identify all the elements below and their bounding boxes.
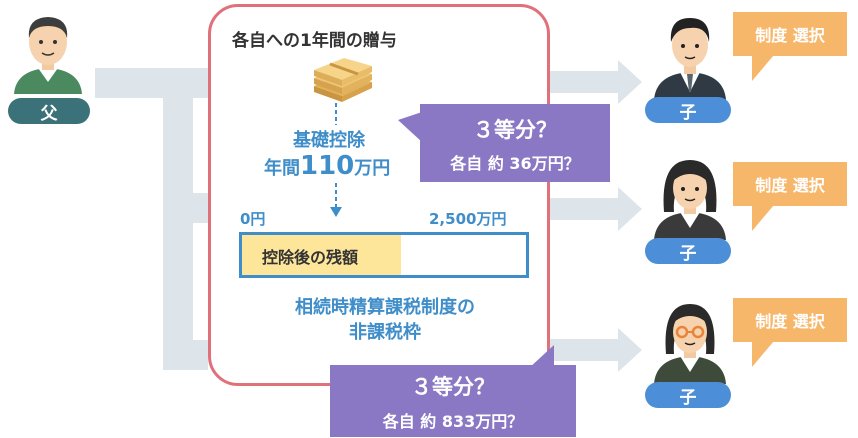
- callout-bottom: ３等分？ 各自 約 833万円？: [330, 365, 576, 437]
- child-1-label: 子: [645, 97, 731, 123]
- child-3-select-tail: [752, 341, 774, 367]
- dashed-connector-top: [335, 103, 337, 125]
- child-2-select-text: 制度 選択: [755, 176, 825, 195]
- basic-deduction-amount-line: 年間110万円: [264, 151, 390, 181]
- callout-top-line2: 各自 約 36万円？: [450, 154, 580, 173]
- bar-min-label: 0円: [240, 210, 266, 228]
- callout-bottom-tail: [528, 345, 554, 369]
- bar-fill-label: 控除後の残額: [262, 248, 359, 267]
- child-3-select-text: 制度 選択: [755, 312, 825, 331]
- basic-deduction-amount: 110: [300, 151, 355, 181]
- child-2-avatar-icon: [654, 160, 726, 240]
- callout-top: ３等分？ 各自 約 36万円？: [420, 104, 610, 182]
- nontaxable-bar: 控除後の残額: [239, 232, 529, 278]
- callout-top-tail: [398, 112, 422, 142]
- child-2-label-text: 子: [679, 243, 697, 264]
- basic-deduction-prefix: 年間: [264, 158, 300, 179]
- child-1-label-text: 子: [679, 102, 697, 123]
- arrow-to-child-2: [550, 187, 642, 231]
- nontaxable-line-1: 相続時精算課税制度の: [295, 297, 475, 318]
- child-3-label: 子: [645, 382, 731, 408]
- child-3-label-text: 子: [679, 387, 697, 408]
- child-2-select-tail: [752, 205, 774, 231]
- panel-title: 各自への1年間の贈与: [232, 31, 397, 51]
- basic-deduction-title: 基礎控除: [293, 130, 365, 151]
- basic-deduction-unit: 万円: [354, 158, 391, 179]
- child-2-label: 子: [645, 238, 731, 264]
- bar-max-label: 2,500万円: [429, 210, 507, 228]
- callout-bottom-line2: 各自 約 833万円？: [382, 412, 524, 431]
- arrow-to-child-1: [550, 60, 642, 104]
- child-1-avatar-icon: [654, 18, 726, 100]
- callout-top-line1: ３等分？: [473, 118, 557, 142]
- nontaxable-line-2: 非課税枠: [349, 322, 421, 343]
- nontaxable-bar-fill: [242, 235, 402, 275]
- child-1-select-bubble[interactable]: 制度 選択: [733, 12, 847, 56]
- connector-bottom-horizontal: [163, 340, 208, 370]
- child-2-select-bubble[interactable]: 制度 選択: [733, 162, 847, 206]
- father-label: 父: [8, 98, 90, 124]
- gift-panel: [208, 4, 550, 386]
- father-avatar-icon: [14, 17, 82, 94]
- child-1-select-tail: [752, 55, 774, 81]
- callout-bottom-line1: ３等分？: [411, 375, 495, 399]
- child-1-select-text: 制度 選択: [755, 26, 825, 45]
- money-stack-icon: [314, 58, 372, 102]
- arrow-to-child-3: [550, 328, 642, 372]
- child-3-select-bubble[interactable]: 制度 選択: [733, 298, 847, 342]
- dashed-arrow-down: [330, 183, 342, 217]
- child-3-avatar-icon: [654, 304, 726, 384]
- connector-middle-left: [163, 193, 208, 223]
- father-label-text: 父: [40, 103, 58, 124]
